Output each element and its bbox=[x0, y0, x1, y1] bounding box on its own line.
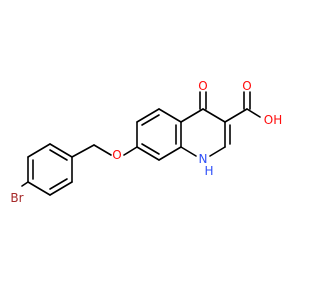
oxygen-hydroxyl-label: O bbox=[242, 79, 251, 93]
bond bbox=[49, 149, 68, 161]
bond bbox=[246, 108, 261, 118]
bond bbox=[141, 114, 160, 126]
oxygen-carbonyl-label: O bbox=[198, 79, 207, 93]
molecule-diagram: O O OH O N H Br bbox=[10, 79, 282, 205]
bond bbox=[136, 146, 160, 161]
bond bbox=[158, 146, 182, 161]
bond bbox=[136, 108, 160, 123]
bond bbox=[27, 181, 51, 196]
bond bbox=[49, 181, 73, 196]
oxygen-ether-label: O bbox=[112, 148, 121, 162]
bond bbox=[71, 144, 95, 158]
bond bbox=[209, 146, 226, 157]
bond bbox=[27, 143, 51, 158]
nitrogen-label: N bbox=[199, 152, 208, 166]
bond bbox=[158, 108, 182, 123]
bond bbox=[180, 146, 197, 157]
structure-canvas: O O OH O N H Br bbox=[10, 79, 283, 205]
bond bbox=[49, 143, 73, 158]
nitrogen-hydrogen-label: H bbox=[204, 164, 213, 178]
bond bbox=[49, 178, 68, 190]
bond bbox=[141, 143, 160, 155]
hydroxyl-label: OH bbox=[264, 113, 282, 127]
bromine-label: Br bbox=[10, 191, 23, 205]
bond bbox=[93, 144, 112, 156]
bond bbox=[224, 108, 248, 123]
bond bbox=[123, 146, 138, 156]
bond bbox=[21, 181, 29, 187]
bond bbox=[180, 108, 204, 123]
bond bbox=[202, 108, 226, 123]
